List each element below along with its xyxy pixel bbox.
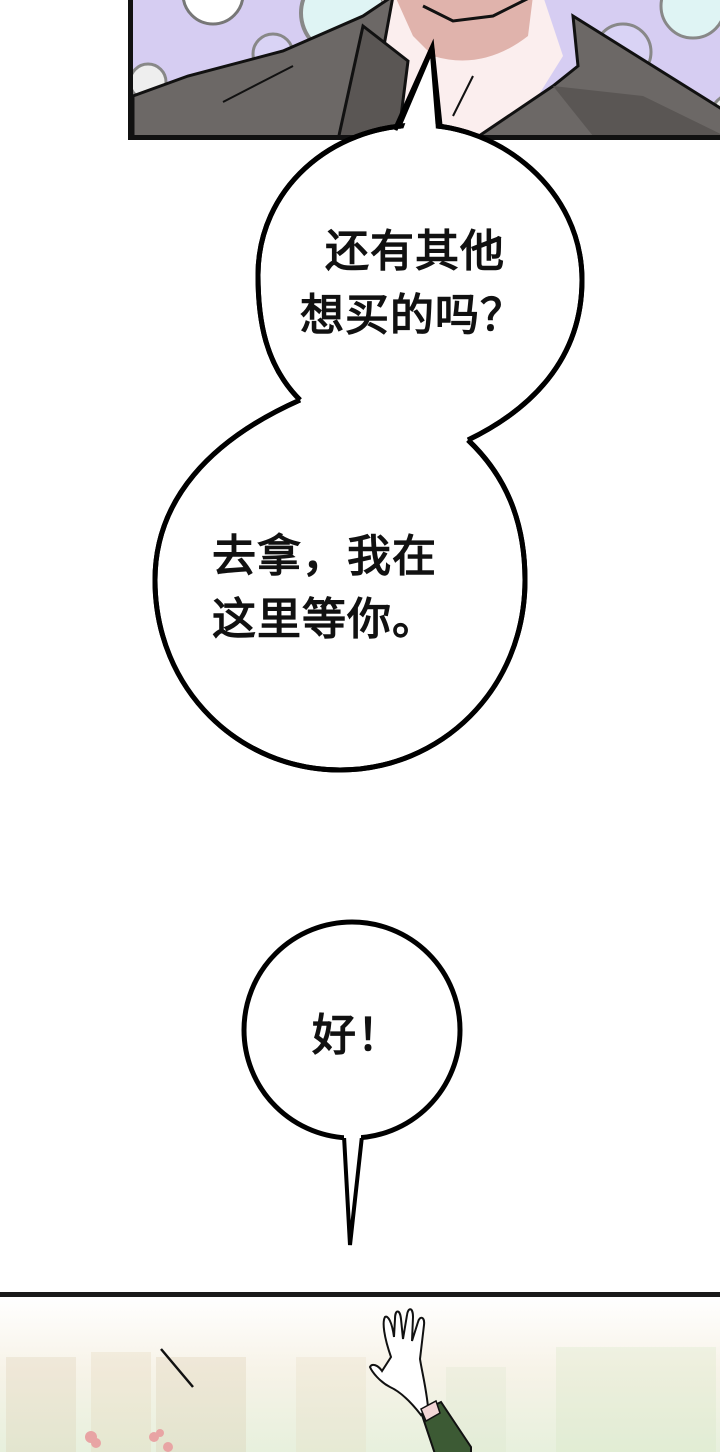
bubble-1-line-1: 还有其他	[325, 226, 505, 277]
bottom-comic-panel	[0, 1292, 720, 1452]
bubble-3-line-1: 好！	[312, 1010, 402, 1061]
bubble-2-line-2: 这里等你。	[212, 594, 437, 645]
motion-line	[160, 1348, 194, 1388]
blurred-background-shapes	[6, 1347, 716, 1452]
bubble-1-line-2: 想买的吗？	[300, 290, 525, 341]
waving-hand-illustration	[0, 1297, 720, 1452]
bubble-2-line-1: 去拿，我在	[212, 531, 437, 582]
speech-bubble-shapes	[152, 38, 585, 1246]
